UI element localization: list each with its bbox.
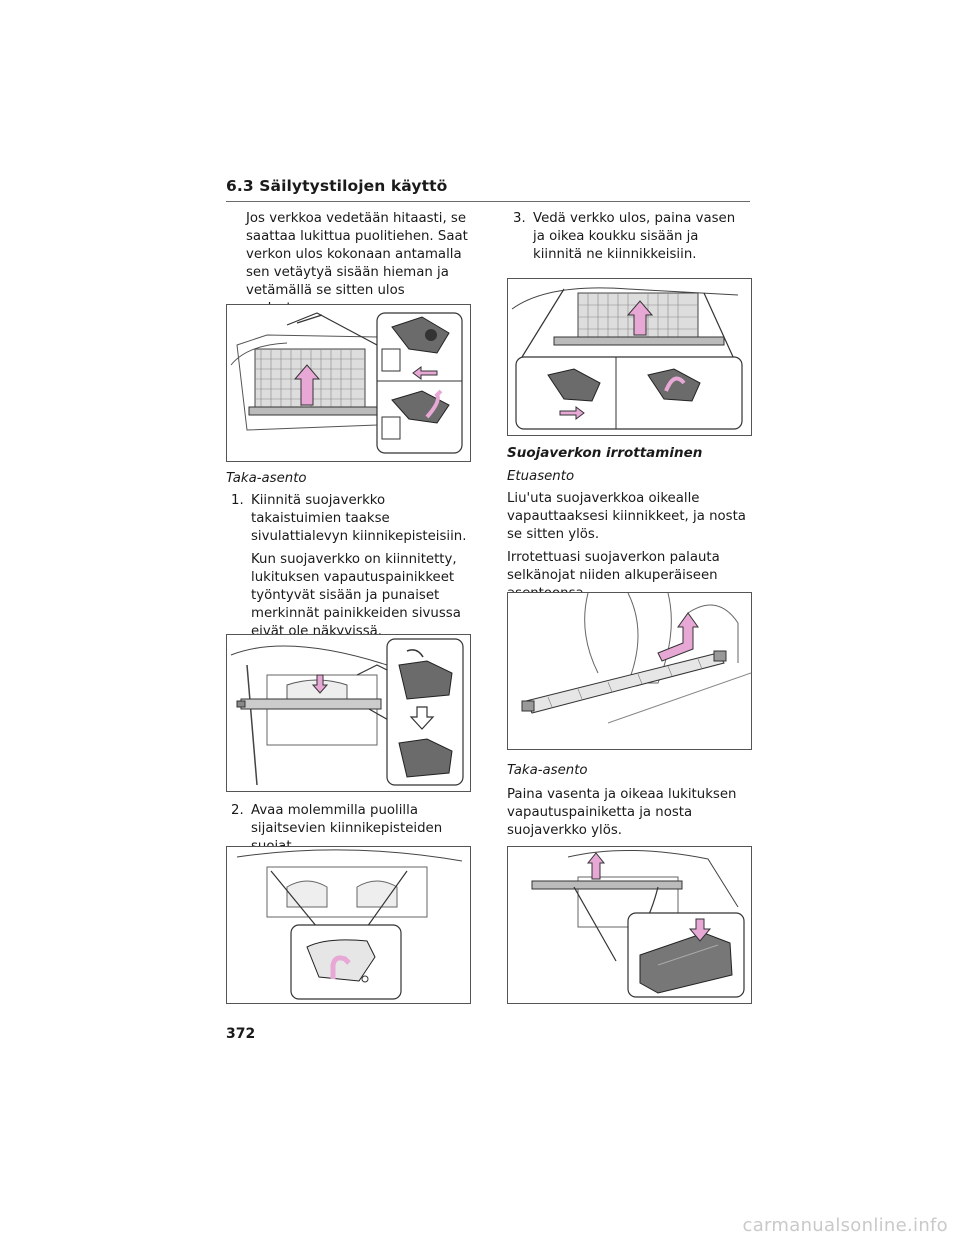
rear-subheading: Taka-asento xyxy=(507,763,588,778)
right-step3-block: 3. Vedä verkko ulos, paina vasen ja oike… xyxy=(513,210,750,264)
step-1-note: Kun suojaverkko on kiinnitetty, lukituks… xyxy=(251,552,461,639)
figure-hooks-in xyxy=(507,278,752,436)
left-rear-section: Taka-asento 1. Kiinnitä suojaverkko taka… xyxy=(226,470,469,641)
hooks-in-illustration xyxy=(508,279,751,435)
left-intro: Jos verkkoa vedetään hitaasti, se saatta… xyxy=(246,210,468,318)
front-text: Liu'uta suojaverkkoa oikealle vapauttaak… xyxy=(507,491,746,542)
right-rear-section: Taka-asento Paina vasenta ja oikeaa luki… xyxy=(507,762,753,840)
step-1-number: 1. xyxy=(231,493,244,508)
step-2-number: 2. xyxy=(231,803,244,818)
figure-rear-attach xyxy=(226,634,471,792)
page-number: 372 xyxy=(226,1026,256,1042)
right-removal-section: Suojaverkon irrottaminen Etuasento Liu'u… xyxy=(507,444,753,603)
front-subheading: Etuasento xyxy=(507,469,575,484)
step-3-number: 3. xyxy=(513,211,526,226)
step-1-note-block: Kun suojaverkko on kiinnitetty, lukituks… xyxy=(231,551,469,641)
step-1: 1. Kiinnitä suojaverkko takaistuimien ta… xyxy=(231,492,469,546)
open-covers-illustration xyxy=(227,847,470,1003)
section-title: 6.3 Säilytystilojen käyttö xyxy=(226,177,448,195)
title-rule xyxy=(226,201,750,202)
step-3-text: Vedä verkko ulos, paina vasen ja oikea k… xyxy=(533,211,736,262)
figure-open-covers xyxy=(226,846,471,1004)
rear-remove-illustration xyxy=(508,847,751,1003)
figure-front-remove xyxy=(507,592,752,750)
front-remove-illustration xyxy=(508,593,751,749)
step-3: 3. Vedä verkko ulos, paina vasen ja oike… xyxy=(513,210,750,264)
net-hook-illustration xyxy=(227,305,470,461)
step-1-text: Kiinnitä suojaverkko takaistuimien taaks… xyxy=(251,493,467,544)
watermark: carmanualsonline.info xyxy=(742,1215,948,1236)
rear-text: Paina vasenta ja oikeaa lukituksen vapau… xyxy=(507,787,737,838)
figure-net-lock-hook xyxy=(226,304,471,462)
removal-heading: Suojaverkon irrottaminen xyxy=(507,445,703,461)
rear-attach-illustration xyxy=(227,635,470,791)
intro-paragraph: Jos verkkoa vedetään hitaasti, se saatta… xyxy=(246,211,468,316)
subheading-rear-position: Taka-asento xyxy=(226,471,307,486)
figure-rear-remove xyxy=(507,846,752,1004)
